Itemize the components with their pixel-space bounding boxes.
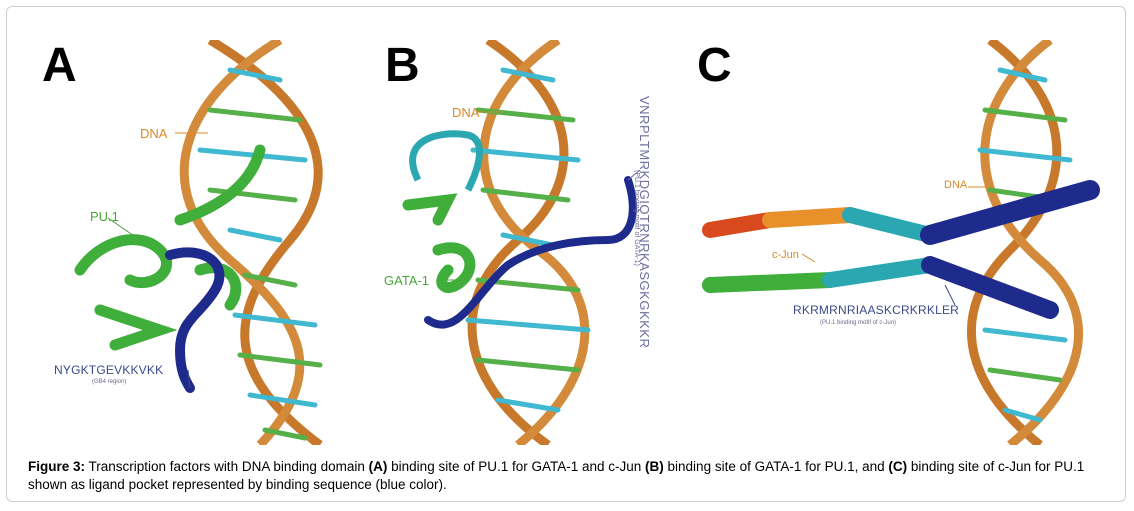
caption-ref-a: (A) (368, 459, 388, 474)
panel-b (378, 40, 678, 445)
caption-text-1: Transcription factors with DNA binding d… (85, 459, 369, 474)
caption-ref-b: (B) (645, 459, 664, 474)
panel-b-sequence-note: (PU.1 binding motif of GATA-1) (633, 170, 640, 266)
caption-text-2: binding site of PU.1 for GATA-1 and c-Ju… (387, 459, 646, 474)
panel-a-letter: A (42, 39, 77, 92)
panel-a (30, 40, 370, 445)
caption-label: Figure 3: (28, 459, 86, 474)
panel-a-sequence: NYGKTGEVKKVKK (54, 363, 164, 377)
panel-c (690, 40, 1110, 445)
caption-text-3: binding site of GATA-1 for PU.1, and (663, 459, 889, 474)
panel-c-dna-label: DNA (944, 179, 968, 191)
panel-a-sequence-note: (GB4 region) (92, 379, 127, 385)
panel-a-illustration (74, 40, 323, 445)
panel-b-gata1-label: GATA-1 (384, 273, 430, 288)
panel-c-sequence-note: (PU.1 binding motif of c-Jun) (820, 320, 897, 326)
caption-text-4: binding site of c-Jun for PU.1 shown as … (28, 459, 1085, 492)
panel-c-letter: C (697, 39, 732, 92)
panel-c-illustration (702, 40, 1100, 445)
panel-c-sequence: RKRMRNRIAASKCRKRKLER (793, 303, 960, 317)
panel-b-illustration (402, 40, 641, 445)
panel-b-letter: B (385, 39, 420, 92)
panel-a-dna-label: DNA (140, 126, 168, 141)
panel-a-pu1-label: PU.1 (90, 209, 119, 224)
panel-c-cjun-label: c-Jun (772, 249, 799, 261)
figure-caption: Figure 3: Transcription factors with DNA… (28, 458, 1108, 494)
panel-b-dna-label: DNA (452, 105, 480, 120)
caption-ref-c: (C) (888, 459, 908, 474)
